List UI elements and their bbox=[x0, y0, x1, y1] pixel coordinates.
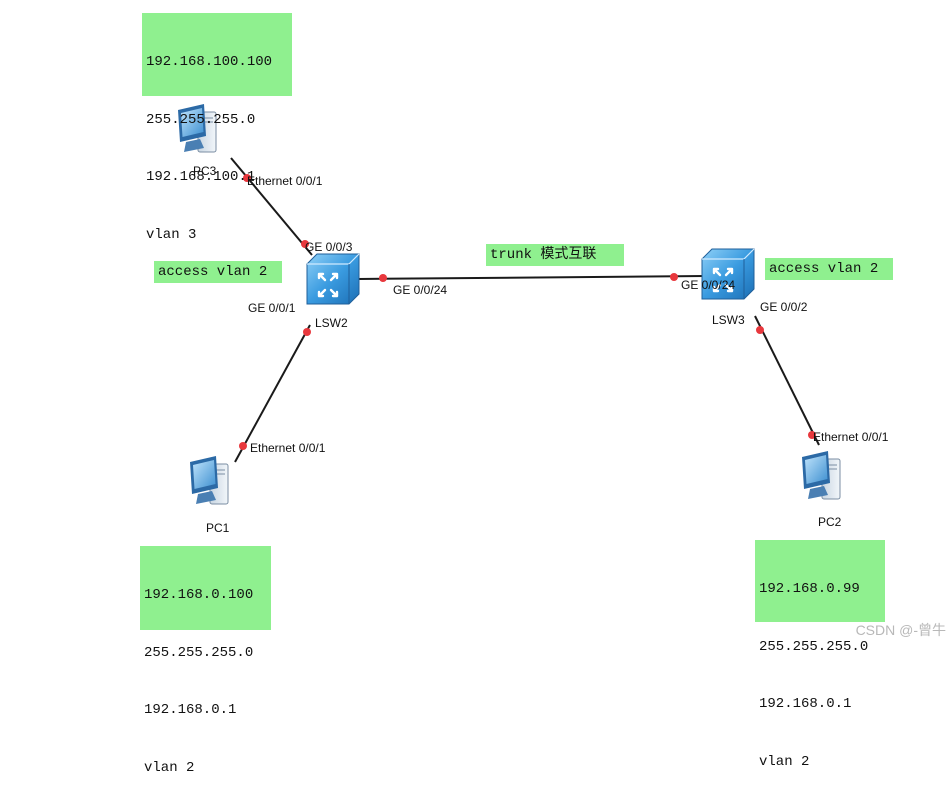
pc2-icon[interactable] bbox=[801, 450, 841, 500]
pc1-label: PC1 bbox=[206, 521, 230, 535]
port-dot-pc1-eth bbox=[239, 442, 247, 450]
port-dot-lsw2-ge24 bbox=[379, 274, 387, 282]
port-dot-lsw2-ge1 bbox=[303, 328, 311, 336]
pc1-icon[interactable] bbox=[189, 455, 229, 505]
lsw2-access-note: access vlan 2 bbox=[154, 261, 282, 283]
lsw3-ge24-port-label: GE 0/0/24 bbox=[681, 278, 736, 292]
lsw3-access-note: access vlan 2 bbox=[765, 258, 893, 280]
pc3-gateway: 192.168.100.1 bbox=[146, 169, 256, 185]
port-dot-lsw2-ge3 bbox=[301, 240, 309, 248]
pc2-eth-port-label: Ethernet 0/0/1 bbox=[813, 430, 889, 444]
pc1-ip-note: 192.168.0.100 255.255.255.0 192.168.0.1 … bbox=[140, 546, 271, 776]
pc3-vlan: vlan 3 bbox=[146, 226, 197, 243]
topology-canvas bbox=[177, 103, 841, 505]
pc2-gateway: 192.168.0.1 bbox=[759, 696, 852, 712]
link-pc3-lsw2 bbox=[230, 157, 313, 256]
pc3-ip-note: 192.168.100.100 255.255.255.0 192.168.10… bbox=[142, 13, 292, 243]
lsw3-label: LSW3 bbox=[712, 313, 745, 327]
lsw2-label: LSW2 bbox=[315, 316, 348, 330]
pc1-ip: 192.168.0.100 bbox=[144, 587, 254, 603]
lsw2-ge3-port-label: GE 0/0/3 bbox=[305, 240, 353, 254]
lsw2-ge1-port-label: GE 0/0/1 bbox=[248, 301, 296, 315]
lsw3-ge2-port-label: GE 0/0/2 bbox=[760, 300, 808, 314]
pc1-eth-port-label: Ethernet 0/0/1 bbox=[250, 441, 326, 455]
link-lsw3-pc2 bbox=[754, 315, 820, 446]
pc3-ip: 192.168.100.100 bbox=[146, 54, 273, 70]
pc2-label: PC2 bbox=[818, 515, 842, 529]
pc2-vlan: vlan 2 bbox=[759, 753, 810, 770]
pc1-gateway: 192.168.0.1 bbox=[144, 702, 237, 718]
lsw2-ge24-port-label: GE 0/0/24 bbox=[393, 283, 448, 297]
link-lsw2-lsw3 bbox=[357, 275, 706, 280]
pc1-vlan: vlan 2 bbox=[144, 759, 195, 776]
pc2-ip: 192.168.0.99 bbox=[759, 581, 860, 597]
lsw2-switch-icon[interactable] bbox=[305, 252, 361, 306]
pc3-label: PC3 bbox=[193, 164, 217, 178]
link-pc1-lsw2 bbox=[234, 324, 311, 463]
port-dot-lsw3-ge24 bbox=[670, 273, 678, 281]
trunk-note: trunk 模式互联 bbox=[486, 244, 624, 266]
pc1-mask: 255.255.255.0 bbox=[144, 644, 254, 661]
pc2-ip-note: 192.168.0.99 255.255.255.0 192.168.0.1 v… bbox=[755, 540, 885, 770]
port-dot-pc2-eth bbox=[808, 431, 816, 439]
pc3-eth-port-label: Ethernet 0/0/1 bbox=[247, 174, 323, 188]
port-dot-lsw3-ge2 bbox=[756, 326, 764, 334]
port-dot-pc3-eth bbox=[243, 174, 251, 182]
watermark: CSDN @-曾牛 bbox=[855, 622, 946, 638]
pc2-mask: 255.255.255.0 bbox=[759, 638, 869, 655]
pc3-mask: 255.255.255.0 bbox=[146, 111, 256, 128]
